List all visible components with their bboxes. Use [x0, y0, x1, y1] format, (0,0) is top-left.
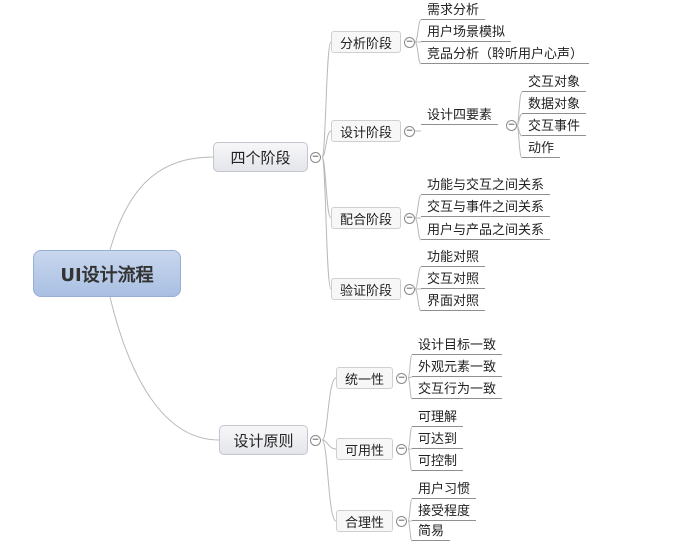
collapse-icon[interactable]: − — [404, 213, 415, 224]
leaf-user-habit[interactable]: 用户习惯 — [412, 480, 477, 499]
leaf-understandable[interactable]: 可理解 — [412, 408, 464, 427]
leaf-user-scenario[interactable]: 用户场景模拟 — [421, 23, 512, 42]
design-principles-node[interactable]: 设计原则 — [219, 425, 308, 455]
leaf-function-interaction[interactable]: 功能与交互之间关系 — [421, 176, 551, 195]
collapse-icon[interactable]: − — [404, 284, 415, 295]
leaf-acceptance[interactable]: 接受程度 — [412, 502, 477, 521]
leaf-function-check[interactable]: 功能对照 — [421, 248, 486, 267]
root-node[interactable]: UI设计流程 — [33, 250, 181, 297]
leaf-appearance-consistent[interactable]: 外观元素一致 — [412, 358, 503, 377]
usability-node[interactable]: 可用性 — [336, 438, 393, 460]
consistency-node[interactable]: 统一性 — [336, 367, 393, 389]
leaf-data-object[interactable]: 数据对象 — [522, 95, 587, 114]
coordination-stage-node[interactable]: 配合阶段 — [331, 207, 401, 229]
leaf-behavior-consistent[interactable]: 交互行为一致 — [412, 380, 503, 399]
leaf-reachable[interactable]: 可达到 — [412, 430, 464, 449]
verification-stage-node[interactable]: 验证阶段 — [331, 278, 401, 300]
four-stages-node[interactable]: 四个阶段 — [213, 142, 308, 172]
collapse-icon[interactable]: − — [310, 435, 321, 446]
leaf-action[interactable]: 动作 — [522, 139, 561, 158]
leaf-interaction-check[interactable]: 交互对照 — [421, 270, 486, 289]
leaf-interaction-event-relation[interactable]: 交互与事件之间关系 — [421, 198, 551, 217]
rationality-node[interactable]: 合理性 — [336, 510, 393, 532]
leaf-user-product[interactable]: 用户与产品之间关系 — [421, 221, 551, 240]
collapse-icon[interactable]: − — [404, 37, 415, 48]
collapse-icon[interactable]: − — [396, 373, 407, 384]
leaf-requirement-analysis[interactable]: 需求分析 — [421, 1, 486, 20]
design-stage-node[interactable]: 设计阶段 — [331, 120, 401, 142]
collapse-icon[interactable]: − — [310, 152, 321, 163]
collapse-icon[interactable]: − — [506, 120, 517, 131]
collapse-icon[interactable]: − — [396, 516, 407, 527]
leaf-goal-consistent[interactable]: 设计目标一致 — [412, 336, 503, 355]
leaf-interface-check[interactable]: 界面对照 — [421, 292, 486, 311]
leaf-interaction-object[interactable]: 交互对象 — [522, 73, 587, 92]
leaf-interaction-event[interactable]: 交互事件 — [522, 117, 587, 136]
collapse-icon[interactable]: − — [404, 126, 415, 137]
leaf-competitor-analysis[interactable]: 竞品分析（聆听用户心声） — [421, 45, 590, 64]
leaf-simple[interactable]: 简易 — [412, 522, 451, 541]
leaf-controllable[interactable]: 可控制 — [412, 452, 464, 471]
design-elements-node[interactable]: 设计四要素 — [421, 106, 499, 125]
analysis-stage-node[interactable]: 分析阶段 — [331, 31, 401, 53]
collapse-icon[interactable]: − — [396, 444, 407, 455]
